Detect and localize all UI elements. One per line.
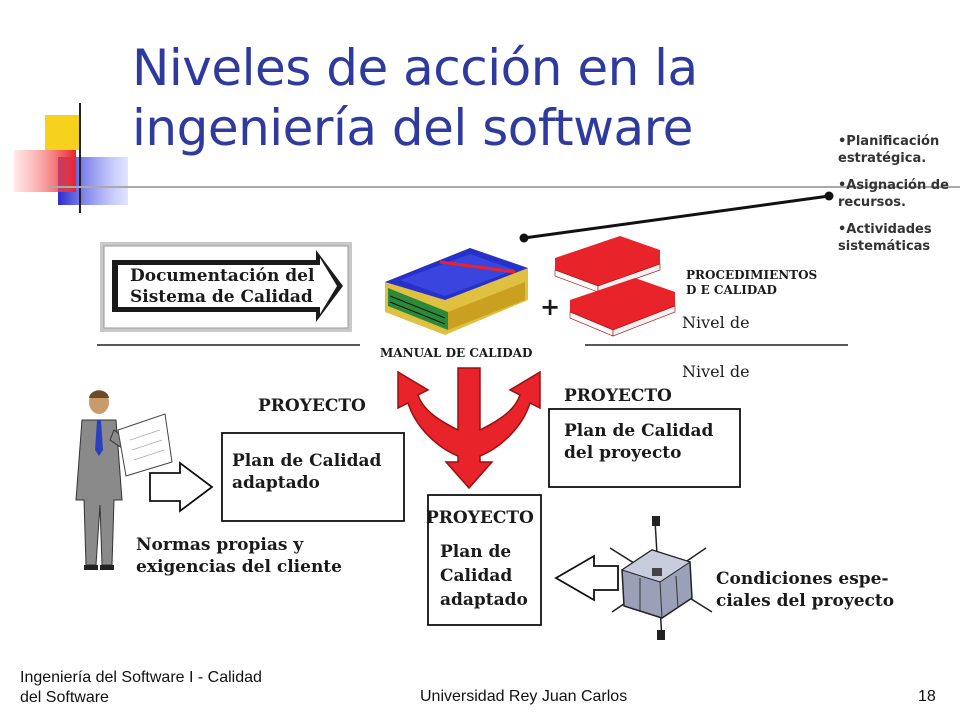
procedures-label: PROCEDIMIENTOS D E CALIDAD bbox=[686, 268, 817, 298]
project-bottom-line2: Calidad bbox=[440, 566, 513, 586]
project-right-line1: Plan de Calidad bbox=[564, 421, 714, 441]
callout-dot-end bbox=[824, 191, 834, 201]
plus-sign: + bbox=[540, 292, 561, 321]
project-left-box bbox=[221, 432, 405, 522]
logo-yellow-block bbox=[45, 115, 80, 150]
hollow-arrow-left bbox=[554, 554, 619, 602]
satellite-figure bbox=[609, 516, 713, 641]
hollow-arrow-right bbox=[149, 461, 214, 513]
bullet-list: •Planificación estratégica. •Asignación … bbox=[838, 133, 960, 265]
callout-dot-start bbox=[519, 233, 529, 243]
project-right-box bbox=[548, 408, 741, 488]
procedure-books bbox=[554, 236, 676, 337]
slide-title: Niveles de acción en la ingeniería del s… bbox=[132, 39, 698, 157]
project-bottom-box bbox=[427, 494, 542, 626]
footer-course: Ingeniería del Software I - Calidad del … bbox=[20, 668, 262, 708]
project-right-line2: del proyecto bbox=[564, 443, 682, 463]
project-right-header: PROYECTO bbox=[564, 386, 672, 406]
level-label-b: Nivel de bbox=[682, 362, 750, 381]
bullet-item-planning: •Planificación estratégica. bbox=[838, 134, 940, 166]
norms-label: Normas propias y exigencias del cliente bbox=[136, 534, 342, 578]
norms-line2: exigencias del cliente bbox=[136, 557, 342, 577]
page-number: 18 bbox=[918, 688, 936, 705]
procedures-line2: D E CALIDAD bbox=[686, 283, 777, 297]
project-left-line2: adaptado bbox=[232, 473, 320, 493]
red-distribution-arrow bbox=[397, 367, 541, 490]
project-bottom-line1: Plan de bbox=[440, 542, 512, 562]
conditions-line1: Condiciones espe- bbox=[716, 569, 889, 589]
manual-book bbox=[385, 248, 528, 335]
project-left-header: PROYECTO bbox=[258, 396, 366, 416]
level-label-a: Nivel de bbox=[682, 313, 750, 332]
manual-label: MANUAL DE CALIDAD bbox=[380, 346, 533, 360]
conditions-line2: ciales del proyecto bbox=[716, 591, 895, 611]
project-bottom-body: Plan de Calidad adaptado bbox=[440, 540, 528, 612]
doc-banner-label: Documentación del Sistema de Calidad bbox=[130, 266, 314, 308]
project-right-body: Plan de Calidad del proyecto bbox=[564, 420, 713, 464]
project-bottom-header: PROYECTO bbox=[426, 508, 534, 528]
footer-course-line2: del Software bbox=[20, 689, 109, 706]
norms-line1: Normas propias y bbox=[136, 535, 304, 555]
title-rule bbox=[48, 186, 960, 188]
project-left-body: Plan de Calidad adaptado bbox=[232, 450, 381, 494]
doc-banner-line1: Documentación del bbox=[130, 266, 315, 286]
conditions-label: Condiciones espe- ciales del proyecto bbox=[716, 568, 894, 612]
footer-university: Universidad Rey Juan Carlos bbox=[420, 688, 628, 705]
doc-banner bbox=[100, 242, 352, 332]
bullet-item-activities: •Actividades sistemáticas bbox=[838, 222, 932, 254]
businessman-figure bbox=[75, 390, 173, 570]
footer-course-line1: Ingeniería del Software I - Calidad bbox=[20, 669, 262, 686]
project-left-line1: Plan de Calidad bbox=[232, 451, 382, 471]
doc-banner-line2: Sistema de Calidad bbox=[130, 287, 313, 307]
project-bottom-line3: adaptado bbox=[440, 590, 528, 610]
bullet-item-resources: •Asignación de recursos. bbox=[838, 178, 949, 210]
logo-red-block bbox=[14, 150, 76, 192]
procedures-line1: PROCEDIMIENTOS bbox=[686, 268, 818, 282]
